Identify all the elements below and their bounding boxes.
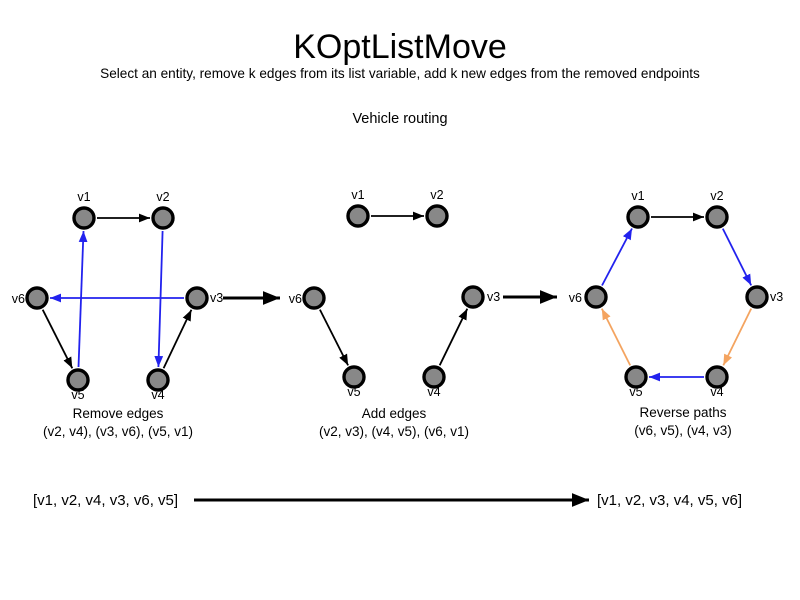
edge-v5-v6 bbox=[600, 308, 632, 366]
node-v5 bbox=[342, 365, 366, 389]
node-v6 bbox=[25, 286, 49, 310]
node-label-v1: v1 bbox=[77, 190, 90, 204]
node-label-v2: v2 bbox=[430, 188, 443, 202]
list-after: [v1, v2, v3, v4, v5, v6] bbox=[597, 492, 742, 509]
node-label-v6: v6 bbox=[569, 291, 582, 305]
graph-add-edges: v1 v2 v3 v4 v5 v6 Add edges (v2, v3), (v… bbox=[289, 188, 500, 439]
node-v4 bbox=[705, 365, 729, 389]
edge-v2-v4 bbox=[154, 230, 164, 368]
graph-remove-edges: v1 v2 v3 v4 v5 v6 Remove edges (v2, v4),… bbox=[12, 190, 223, 439]
edge-v4-v3 bbox=[162, 309, 193, 369]
node-label-v5: v5 bbox=[347, 385, 360, 399]
list-before: [v1, v2, v4, v3, v6, v5] bbox=[33, 492, 178, 509]
page-title: KOptListMove bbox=[293, 28, 507, 66]
graph-caption-pairs: (v2, v4), (v3, v6), (v5, v1) bbox=[43, 424, 193, 439]
node-label-v4: v4 bbox=[151, 388, 164, 402]
edge-v3-v4 bbox=[722, 308, 753, 366]
edge-v2-v3 bbox=[721, 228, 753, 286]
node-v1 bbox=[346, 204, 370, 228]
node-v1 bbox=[626, 205, 650, 229]
context-label: Vehicle routing bbox=[352, 111, 447, 127]
edge-v6-v5 bbox=[319, 309, 349, 366]
graph-caption-pairs: (v2, v3), (v4, v5), (v6, v1) bbox=[319, 424, 469, 439]
node-label-v6: v6 bbox=[289, 292, 302, 306]
edge-v6-v5 bbox=[41, 309, 74, 369]
node-v6 bbox=[302, 286, 326, 310]
graph-caption: Remove edges bbox=[73, 406, 164, 421]
edge-v4-v3 bbox=[438, 308, 469, 366]
node-label-v4: v4 bbox=[427, 385, 440, 399]
node-label-v6: v6 bbox=[12, 292, 25, 306]
edge-v5-v1 bbox=[77, 230, 88, 368]
node-label-v3: v3 bbox=[770, 290, 783, 304]
node-label-v1: v1 bbox=[631, 189, 644, 203]
node-label-v5: v5 bbox=[71, 388, 84, 402]
node-v2 bbox=[151, 206, 175, 230]
node-v4 bbox=[146, 368, 170, 392]
edge-v6-v1 bbox=[601, 228, 633, 286]
node-label-v3: v3 bbox=[210, 291, 223, 305]
node-label-v5: v5 bbox=[629, 385, 642, 399]
node-label-v2: v2 bbox=[710, 189, 723, 203]
graph-caption: Add edges bbox=[362, 406, 427, 421]
graph-caption: Reverse paths bbox=[639, 405, 726, 420]
node-v5 bbox=[66, 368, 90, 392]
node-v6 bbox=[584, 285, 608, 309]
node-label-v4: v4 bbox=[710, 385, 723, 399]
node-v1 bbox=[72, 206, 96, 230]
node-v2 bbox=[705, 205, 729, 229]
node-v3 bbox=[461, 285, 485, 309]
list-transformation: [v1, v2, v4, v3, v6, v5] [v1, v2, v3, v4… bbox=[33, 492, 742, 509]
node-v5 bbox=[624, 365, 648, 389]
node-v3 bbox=[745, 285, 769, 309]
node-v3 bbox=[185, 286, 209, 310]
node-v2 bbox=[425, 204, 449, 228]
graph-caption-pairs: (v6, v5), (v4, v3) bbox=[634, 423, 732, 438]
node-label-v1: v1 bbox=[351, 188, 364, 202]
page-subtitle: Select an entity, remove k edges from it… bbox=[100, 66, 700, 81]
node-v4 bbox=[422, 365, 446, 389]
node-label-v3: v3 bbox=[487, 290, 500, 304]
graph-reverse-paths: v1 v2 v3 v4 v5 v6 Reverse paths (v6, v5)… bbox=[569, 189, 783, 438]
node-label-v2: v2 bbox=[156, 190, 169, 204]
